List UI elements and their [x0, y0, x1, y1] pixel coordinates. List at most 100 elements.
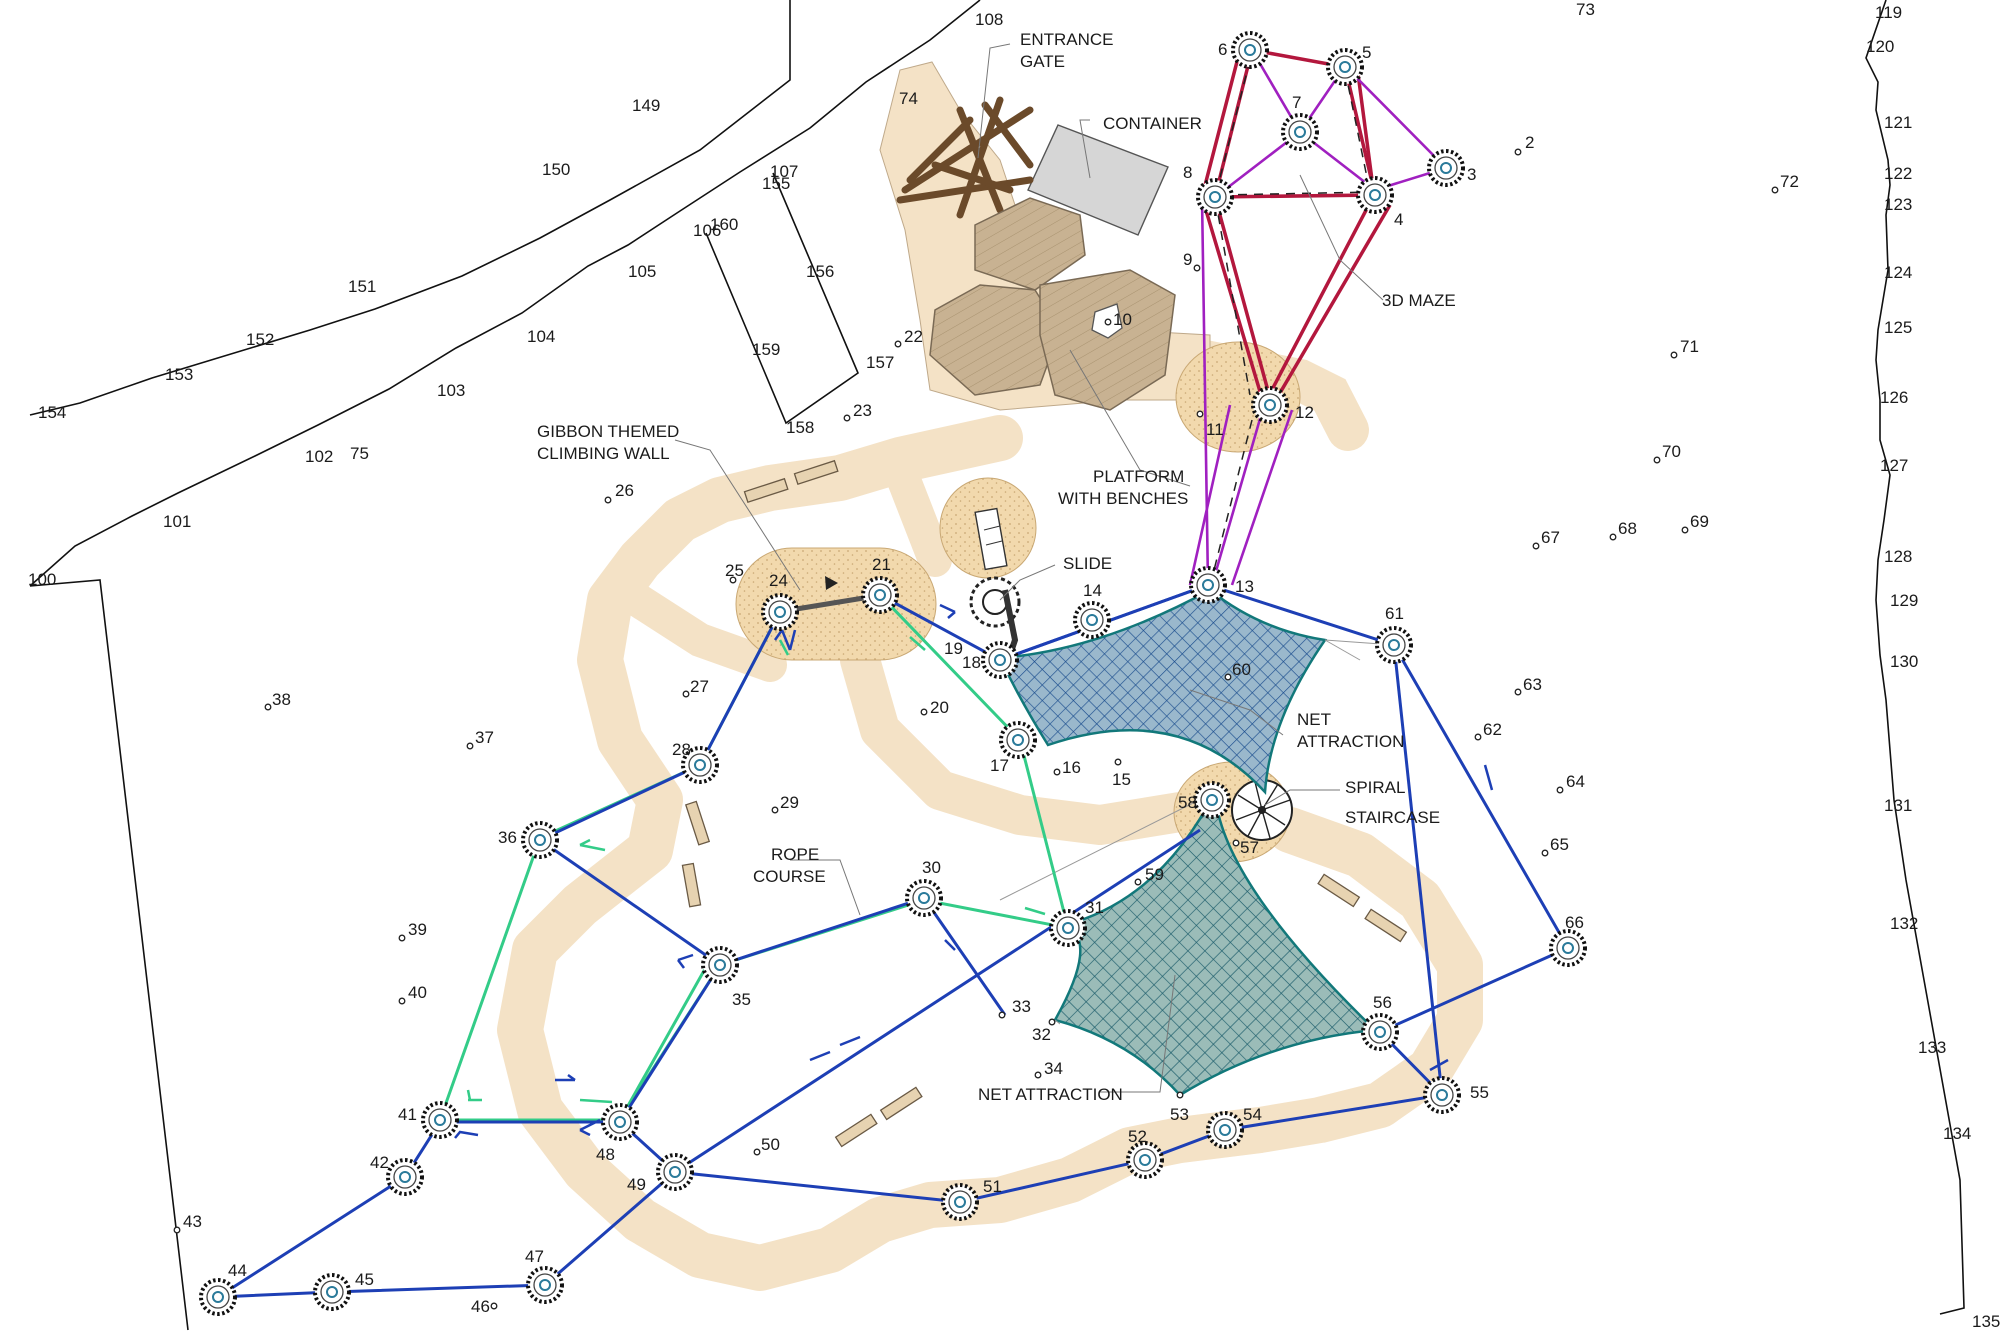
post-13-marker: [1189, 566, 1227, 604]
survey-point-69-label: 69: [1690, 512, 1709, 531]
survey-point-39-dot: [398, 934, 406, 942]
maze-3d: [1188, 48, 1449, 586]
survey-point-15-label: 15: [1112, 770, 1131, 789]
post-24-marker: [761, 593, 799, 631]
post-markers: [199, 31, 1587, 1316]
survey-point-71-dot: [1670, 351, 1678, 359]
survey-point-14-label: 14: [1083, 581, 1102, 600]
survey-point-58-label: 58: [1178, 793, 1197, 812]
boundary-label-130: 130: [1890, 652, 1918, 671]
boundary-label-125: 125: [1884, 318, 1912, 337]
survey-point-44-label: 44: [228, 1261, 247, 1280]
boundary-label-100: 100: [28, 570, 56, 589]
survey-point-61-label: 61: [1385, 604, 1404, 623]
survey-point-65-dot: [1541, 849, 1549, 857]
survey-point-5-label: 5: [1362, 43, 1371, 62]
survey-point-51-label: 51: [983, 1177, 1002, 1196]
survey-point-32-dot: [1048, 1018, 1056, 1026]
entrance-gate-structure: [896, 96, 1034, 219]
boundary-label-102: 102: [305, 447, 333, 466]
rope-course-blue: [212, 583, 1571, 1299]
boundary-label-129: 129: [1890, 591, 1918, 610]
survey-point-57-label: 57: [1240, 838, 1259, 857]
boundary-label-120: 120: [1866, 37, 1894, 56]
survey-point-6-label: 6: [1218, 40, 1227, 59]
boundary-label-101: 101: [163, 512, 191, 531]
survey-point-30-label: 30: [922, 858, 941, 877]
survey-point-54-label: 54: [1243, 1105, 1262, 1124]
survey-point-55-label: 55: [1470, 1083, 1489, 1102]
label-3d-maze: 3D MAZE: [1382, 291, 1456, 310]
survey-point-59-dot: [1134, 878, 1142, 886]
survey-point-68-label: 68: [1618, 519, 1637, 538]
survey-point-9-dot: [1193, 264, 1201, 272]
boundary-label-107: 107: [770, 162, 798, 181]
survey-point-60-label: 60: [1232, 660, 1251, 679]
net-attraction-upper: [998, 588, 1328, 795]
survey-point-27-label: 27: [690, 677, 709, 696]
spiral-staircase: [1231, 779, 1293, 841]
survey-point-labels: 2345678910111213141516171819202122232425…: [173, 40, 1799, 1316]
survey-point-20-label: 20: [930, 698, 949, 717]
survey-point-13-label: 13: [1235, 577, 1254, 596]
survey-point-33-dot: [998, 1011, 1006, 1019]
boundary-label-149: 149: [632, 96, 660, 115]
boundary-label-157: 157: [866, 353, 894, 372]
boundary-label-160: 160: [710, 215, 738, 234]
survey-point-71-label: 71: [1680, 337, 1699, 356]
survey-point-34-label: 34: [1044, 1059, 1063, 1078]
survey-point-4-label: 4: [1394, 210, 1403, 229]
survey-point-56-label: 56: [1373, 993, 1392, 1012]
survey-point-67-label: 67: [1541, 528, 1560, 547]
survey-point-31-label: 31: [1085, 898, 1104, 917]
boundary-label-103: 103: [437, 381, 465, 400]
post-55-marker: [1423, 1076, 1461, 1114]
survey-point-10-label: 10: [1113, 310, 1132, 329]
survey-point-49-label: 49: [627, 1175, 646, 1194]
survey-point-67-dot: [1532, 542, 1540, 550]
post-36-marker: [521, 821, 559, 859]
platform-decks: [929, 197, 1176, 411]
survey-point-62-dot: [1474, 733, 1482, 741]
label-container: CONTAINER: [1103, 114, 1202, 133]
survey-point-21-label: 21: [872, 555, 891, 574]
survey-point-74-label: 74: [899, 89, 918, 108]
post-31-marker: [1049, 909, 1087, 947]
survey-point-9-label: 9: [1183, 250, 1192, 269]
boundary-label-123: 123: [1884, 195, 1912, 214]
boundary-label-108: 108: [975, 10, 1003, 29]
label-platform-line2: WITH BENCHES: [1058, 489, 1188, 508]
label-spiral-line1: SPIRAL: [1345, 778, 1405, 797]
survey-point-40-label: 40: [408, 983, 427, 1002]
boundary-survey-labels: 1001011021031041051061071081491501511521…: [28, 0, 2000, 1331]
post-17-marker: [999, 721, 1037, 759]
survey-point-7-label: 7: [1292, 93, 1301, 112]
survey-point-35-label: 35: [732, 990, 751, 1009]
survey-point-57-dot: [1232, 839, 1240, 847]
survey-point-18-label: 18: [962, 653, 981, 672]
survey-point-37-dot: [466, 742, 474, 750]
boundary-label-126: 126: [1880, 388, 1908, 407]
area-labels: ENTRANCE GATE CONTAINER 3D MAZE GIBBON T…: [537, 30, 1456, 1104]
survey-point-22-label: 22: [904, 327, 923, 346]
survey-point-63-label: 63: [1523, 675, 1542, 694]
label-spiral-line2: STAIRCASE: [1345, 808, 1440, 827]
boundary-label-133: 133: [1918, 1038, 1946, 1057]
label-gibbon-wall-line1: GIBBON THEMED: [537, 422, 679, 441]
survey-point-38-label: 38: [272, 690, 291, 709]
survey-point-29-label: 29: [780, 793, 799, 812]
boundary-label-104: 104: [527, 327, 555, 346]
boundary-label-106: 106: [693, 221, 721, 240]
survey-point-26-dot: [604, 496, 612, 504]
post-30-marker: [905, 879, 943, 917]
label-rope-course-line1: ROPE: [771, 845, 819, 864]
label-gibbon-wall-line2: CLIMBING WALL: [537, 444, 670, 463]
boundary-label-127: 127: [1880, 456, 1908, 475]
survey-point-19-label: 19: [944, 639, 963, 658]
boundary-label-135: 135: [1972, 1312, 2000, 1331]
survey-point-24-label: 24: [769, 571, 788, 590]
boundary-label-158: 158: [786, 418, 814, 437]
post-47-marker: [526, 1266, 564, 1304]
survey-point-46-dot: [490, 1302, 498, 1310]
